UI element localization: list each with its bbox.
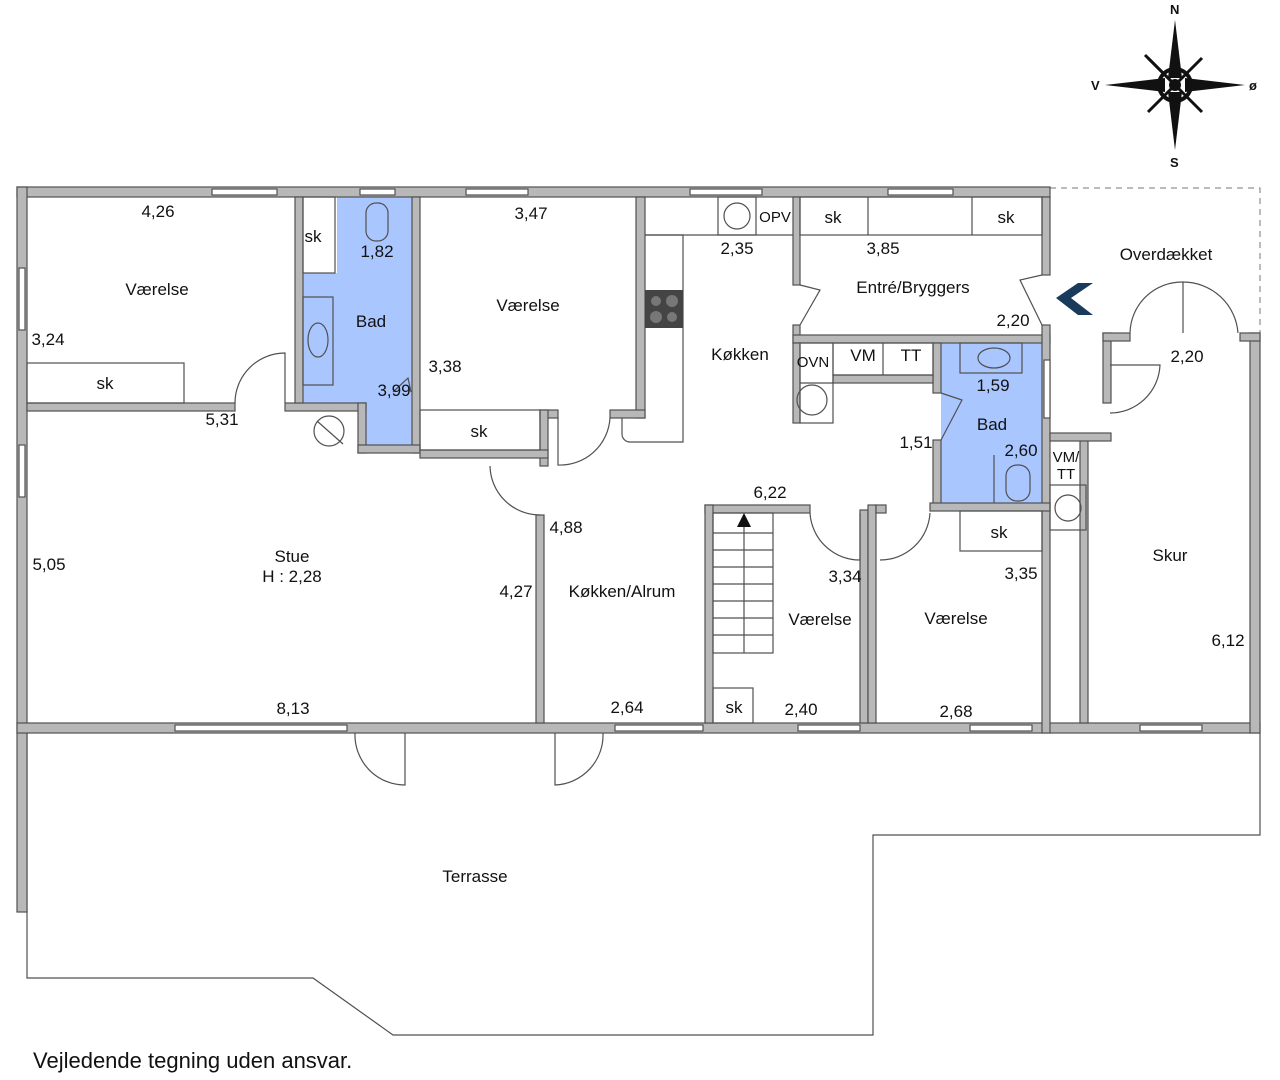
compass-west: V	[1091, 78, 1100, 93]
room-labels: Værelse Bad Værelse Køkken Entré/Brygger…	[125, 245, 1212, 886]
dimension: 2,20	[1170, 347, 1203, 366]
dimension: 5,31	[205, 410, 238, 429]
compass-north: N	[1170, 2, 1179, 17]
terrace-outline	[26, 733, 1261, 1036]
cabinet-label: sk	[97, 374, 115, 393]
cabinet-label: sk	[305, 227, 323, 246]
cabinet-label: sk	[471, 422, 489, 441]
dimension: 6,22	[753, 483, 786, 502]
dryer-label: TT	[901, 346, 922, 365]
dimension: 3,99	[377, 381, 410, 400]
dimension: 6,12	[1211, 631, 1244, 650]
dimension: 1,59	[976, 376, 1009, 395]
cabinet-label: sk	[726, 698, 744, 717]
cabinet-label: sk	[998, 208, 1016, 227]
room-label: Værelse	[788, 610, 851, 629]
dimension: 1,82	[360, 242, 393, 261]
room-label: Overdækket	[1120, 245, 1213, 264]
dimension: 5,05	[32, 555, 65, 574]
dimension-labels: 4,26 3,24 1,82 3,99 3,47 3,38 5,31 2,35 …	[31, 202, 1244, 721]
room-label: Værelse	[924, 609, 987, 628]
room-label: Terrasse	[442, 867, 507, 886]
fixtures	[26, 196, 1087, 724]
bathroom-fills	[303, 197, 1042, 503]
dimension: 4,27	[499, 582, 532, 601]
room-label: H : 2,28	[262, 567, 322, 586]
dimension: 3,38	[428, 357, 461, 376]
windows	[18, 188, 1203, 732]
room-label: Stue	[275, 547, 310, 566]
washer-dryer-label-2: TT	[1057, 466, 1075, 483]
opv-label: OPV	[759, 209, 791, 226]
dimension: 3,24	[31, 330, 64, 349]
cabinet-label: sk	[991, 523, 1009, 542]
dimension: 3,47	[514, 204, 547, 223]
compass-south: S	[1170, 155, 1179, 170]
dimension: 1,51	[899, 433, 932, 452]
room-label: Bad	[977, 415, 1007, 434]
dimension: 2,68	[939, 702, 972, 721]
covered-area-outline	[1050, 187, 1261, 333]
dimension: 2,60	[1004, 441, 1037, 460]
dimension: 2,40	[784, 700, 817, 719]
cooktop-icon	[645, 290, 683, 328]
dimension: 2,35	[720, 239, 753, 258]
cabinet-label: sk	[825, 208, 843, 227]
fixture-labels: sk sk sk sk sk sk sk OPV OVN VM TT VM/ T…	[97, 208, 1081, 717]
dimension: 3,34	[828, 567, 861, 586]
room-label: Køkken	[711, 345, 769, 364]
washer-label: VM	[850, 346, 876, 365]
doors	[234, 274, 1239, 786]
dimension: 2,64	[610, 698, 643, 717]
dimension: 4,26	[141, 202, 174, 221]
dimension: 4,88	[549, 518, 582, 537]
room-label: Skur	[1153, 546, 1188, 565]
room-label: Bad	[356, 312, 386, 331]
dimension: 3,35	[1004, 564, 1037, 583]
room-label: Entré/Bryggers	[856, 278, 969, 297]
entrance-arrow-icon	[1056, 283, 1093, 315]
compass-east: ø	[1249, 78, 1257, 93]
room-label: Værelse	[125, 280, 188, 299]
oven-label: OVN	[797, 354, 830, 371]
stair-arrow-icon	[737, 513, 751, 527]
room-label: Køkken/Alrum	[569, 582, 676, 601]
compass-rose: N S ø V	[1091, 2, 1257, 170]
washer-dryer-label: VM/	[1053, 449, 1081, 466]
dimension: 2,20	[996, 311, 1029, 330]
dimension: 3,85	[866, 239, 899, 258]
room-label: Værelse	[496, 296, 559, 315]
disclaimer: Vejledende tegning uden ansvar.	[33, 1048, 353, 1073]
dimension: 8,13	[276, 699, 309, 718]
